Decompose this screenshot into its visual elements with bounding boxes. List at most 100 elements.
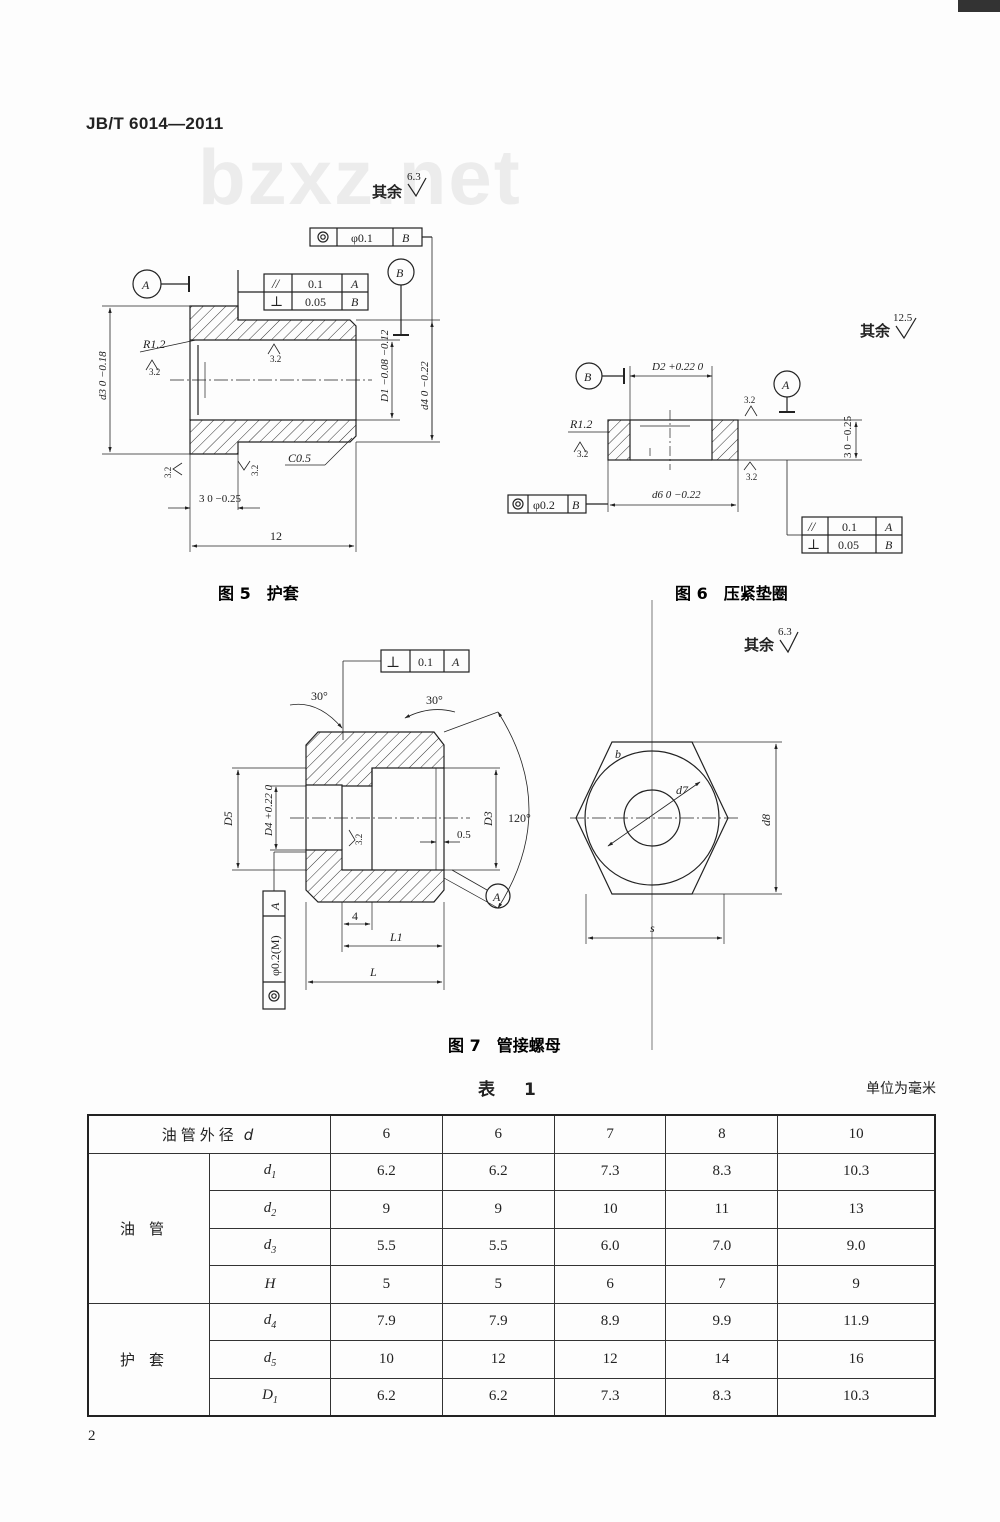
svg-text:12: 12	[270, 529, 282, 543]
svg-text:0.1: 0.1	[418, 655, 433, 669]
svg-text:3 0 −0.25: 3 0 −0.25	[842, 416, 854, 458]
svg-text:b: b	[615, 747, 621, 761]
svg-text:3.2: 3.2	[250, 465, 260, 476]
table-cell: 6.2	[441, 1152, 555, 1191]
svg-text:3.2: 3.2	[577, 449, 588, 459]
table-cell: 8.3	[665, 1152, 779, 1191]
table-cell: 10	[553, 1190, 667, 1229]
svg-text:D5: D5	[221, 811, 235, 827]
svg-text:12.5: 12.5	[893, 312, 913, 324]
row-symbol: d5	[209, 1340, 331, 1379]
table-title: 表 1	[478, 1080, 542, 1100]
header-label: 油管外径	[161, 1125, 238, 1144]
svg-text:d4 0 −0.22: d4 0 −0.22	[419, 361, 431, 410]
svg-text:A: A	[492, 890, 501, 904]
coaxiality-icon	[512, 498, 524, 510]
page-number: 2	[88, 1428, 96, 1444]
table-cell: 5	[330, 1265, 443, 1304]
svg-text:B: B	[402, 231, 410, 245]
table-cell: 8.3	[665, 1377, 779, 1417]
figure-7-nut: 其余 6.3 ⊥ 0.1 A 30° 30° 120° D5 D4 +0.22	[221, 600, 799, 1050]
svg-text:4: 4	[352, 909, 358, 923]
svg-text:6.3: 6.3	[778, 626, 792, 638]
svg-text:D4 +0.22 0: D4 +0.22 0	[263, 784, 275, 837]
row-symbol: D1	[209, 1377, 331, 1417]
table-cell: 6.2	[441, 1377, 555, 1417]
svg-text:B: B	[572, 498, 580, 512]
table-cell: 12	[553, 1340, 667, 1379]
technical-drawings: 其余 6.3 φ0.1 B A // ⊥ 0.1 0.05 A B B	[97, 171, 917, 1055]
svg-text:d3 0 −0.18: d3 0 −0.18	[97, 351, 109, 400]
page-corner-mark	[958, 0, 1000, 12]
svg-text:A: A	[268, 902, 282, 911]
row-symbol: d1	[209, 1152, 331, 1191]
table-cell: 6.2	[330, 1152, 443, 1191]
svg-text:D2 +0.22 0: D2 +0.22 0	[651, 361, 704, 373]
parallelism-icon: //	[271, 276, 281, 291]
svg-text:其余: 其余	[860, 322, 891, 340]
svg-text:L1: L1	[389, 930, 403, 944]
svg-text:s: s	[650, 921, 655, 935]
table-cell: 10	[330, 1340, 443, 1379]
svg-text:B: B	[396, 266, 404, 280]
table-cell: 10.3	[777, 1152, 936, 1191]
table-cell: 7.0	[665, 1227, 779, 1266]
figure-7-caption: 图 7 管接螺母	[448, 1036, 561, 1055]
table-cell: 9	[777, 1265, 936, 1304]
svg-text:30°: 30°	[426, 693, 443, 707]
svg-text:A: A	[350, 277, 359, 291]
table-cell: 7.3	[553, 1152, 667, 1191]
svg-text:3.2: 3.2	[354, 834, 364, 845]
table-cell: 16	[777, 1340, 936, 1379]
svg-text:3.2: 3.2	[149, 367, 160, 377]
figure-5-caption: 图 5 护套	[218, 584, 300, 603]
svg-text:A: A	[451, 655, 460, 669]
header-value: 7	[553, 1114, 667, 1154]
table-cell: 9	[330, 1190, 443, 1229]
table-cell: 10.3	[777, 1377, 936, 1417]
svg-text:3.2: 3.2	[163, 467, 173, 478]
standard-code: JB/T 6014—2011	[86, 114, 224, 133]
roughness-symbol-icon	[779, 631, 799, 654]
table-cell: 9.9	[665, 1302, 779, 1341]
header-value: 6	[330, 1114, 443, 1154]
header-value: 6	[441, 1114, 555, 1154]
svg-text:0.5: 0.5	[457, 829, 471, 841]
roughness-symbol-icon	[407, 177, 427, 198]
row-symbol: d4	[209, 1302, 331, 1341]
svg-text:d6 0 −0.22: d6 0 −0.22	[652, 489, 701, 501]
svg-text:L: L	[369, 965, 377, 979]
fig5-bottom-wall	[189, 419, 357, 455]
svg-text:φ0.2(M): φ0.2(M)	[268, 935, 282, 976]
table-cell: 6.0	[553, 1227, 667, 1266]
parallelism-icon: //	[807, 519, 817, 534]
coaxiality-icon	[268, 990, 280, 1002]
table-cell: 11	[665, 1190, 779, 1229]
row-symbol: d3	[209, 1227, 331, 1266]
table-cell: 5.5	[441, 1227, 555, 1266]
svg-text:D1 −0.08 −0.12: D1 −0.08 −0.12	[379, 329, 391, 403]
coaxiality-icon	[317, 231, 329, 243]
svg-text:d8: d8	[759, 814, 773, 826]
svg-text:3 0 −0.25: 3 0 −0.25	[199, 493, 241, 505]
svg-text:A: A	[141, 278, 150, 292]
svg-text:其余: 其余	[744, 636, 775, 654]
svg-text:0.1: 0.1	[842, 520, 857, 534]
table-cell: 7.9	[330, 1302, 443, 1341]
svg-text:B: B	[584, 370, 592, 384]
table-cell: 6.2	[330, 1377, 443, 1417]
fig5-rest-roughness: 6.3	[407, 171, 421, 183]
perpendicularity-icon: ⊥	[807, 538, 820, 553]
svg-text:3.2: 3.2	[744, 395, 755, 405]
svg-text:30°: 30°	[311, 689, 328, 703]
perpendicularity-icon: ⊥	[270, 295, 283, 310]
svg-text:120°: 120°	[508, 811, 531, 825]
table-cell: 11.9	[777, 1302, 936, 1341]
